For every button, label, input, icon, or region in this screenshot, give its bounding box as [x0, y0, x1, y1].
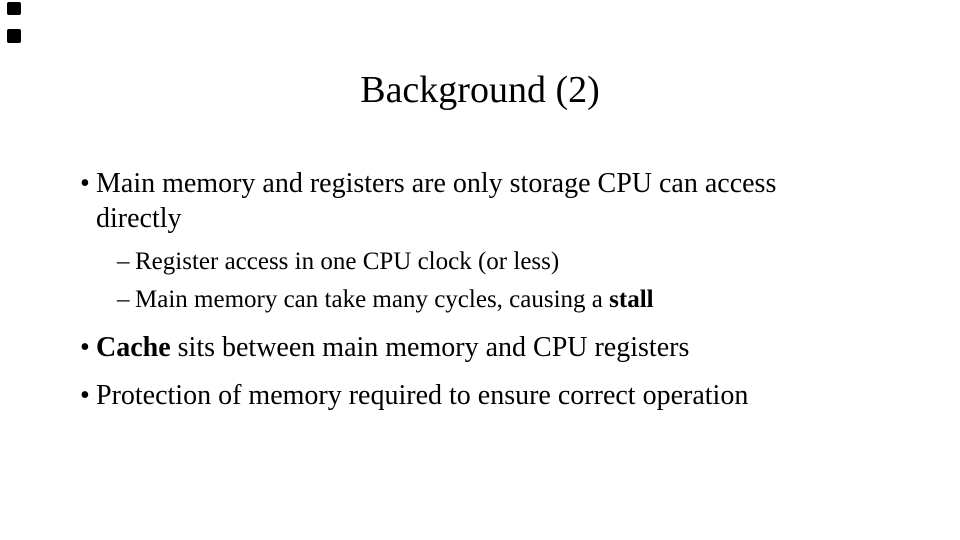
bullet-text-block: Main memory and registers are only stora…: [96, 166, 776, 236]
top-left-marker-1: [7, 2, 21, 15]
bullet-text-block: Register access in one CPU clock (or les…: [135, 248, 559, 276]
sub-bullet-item-stall: – Main memory can take many cycles, caus…: [117, 286, 917, 314]
slide-title: Background (2): [360, 69, 600, 111]
sub-bullet-item-register-access: – Register access in one CPU clock (or l…: [117, 248, 917, 276]
top-left-marker-2: [7, 29, 21, 43]
dash-bullet-icon: –: [117, 286, 130, 313]
bullet-text-bold: stall: [609, 286, 654, 313]
bullet-text-bold: Cache: [96, 332, 171, 363]
bullet-item-main-memory: • Main memory and registers are only sto…: [80, 166, 920, 236]
bullet-item-cache: • Cache sits between main memory and CPU…: [80, 330, 920, 365]
bullet-text: directly: [96, 203, 182, 234]
bullet-text: Main memory can take many cycles, causin…: [135, 286, 610, 313]
bullet-text-block: Protection of memory required to ensure …: [96, 378, 748, 413]
bullet-text: Protection of memory required to ensure …: [96, 380, 749, 411]
bullet-item-protection: • Protection of memory required to ensur…: [80, 378, 920, 413]
bullet-text: sits between main memory and CPU registe…: [170, 332, 690, 363]
bullet-text-block: Main memory can take many cycles, causin…: [135, 286, 654, 314]
bullet-icon: •: [80, 380, 90, 411]
bullet-text-block: Cache sits between main memory and CPU r…: [96, 330, 689, 365]
bullet-icon: •: [80, 168, 90, 199]
bullet-icon: •: [80, 332, 90, 363]
bullet-text: Register access in one CPU clock (or les…: [135, 248, 560, 275]
dash-bullet-icon: –: [117, 248, 130, 275]
bullet-text: Main memory and registers are only stora…: [96, 168, 777, 199]
